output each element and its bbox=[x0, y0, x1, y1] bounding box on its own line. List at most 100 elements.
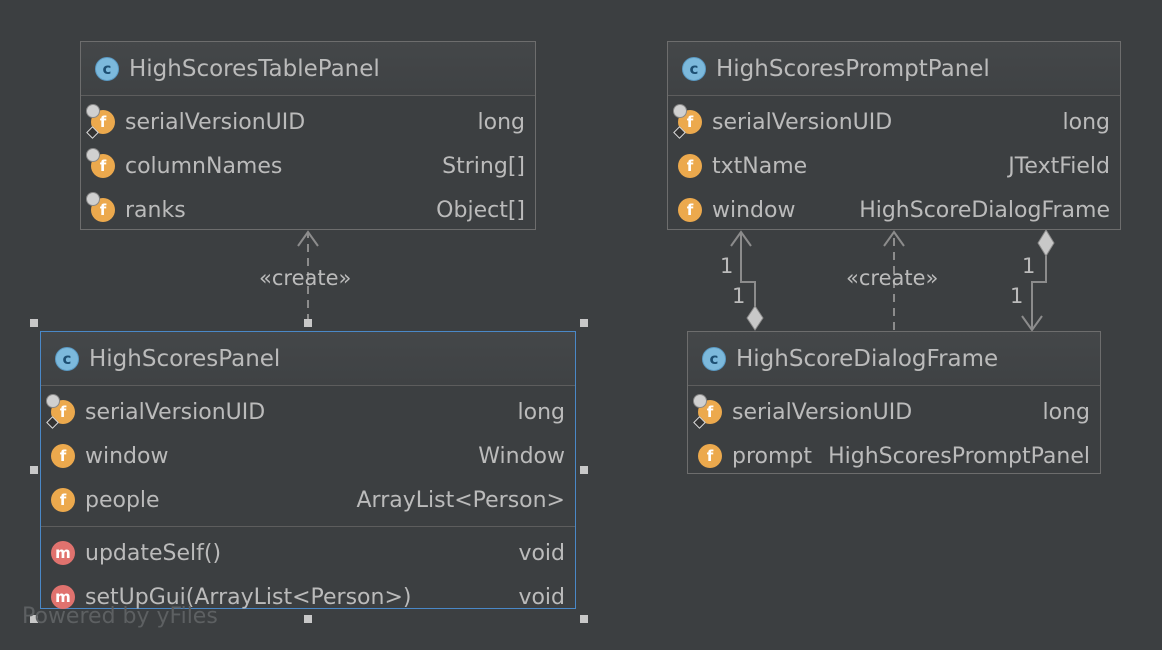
field-row[interactable]: f serialVersionUID long bbox=[81, 100, 535, 144]
class-node-high-scores-panel[interactable]: c HighScoresPanel f serialVersionUID lon… bbox=[40, 331, 576, 610]
open-arrowhead-frame bbox=[1021, 315, 1043, 332]
resize-handle[interactable] bbox=[30, 615, 38, 623]
field-name: window bbox=[712, 197, 796, 223]
methods-section: m updateSelf() void m setUpGui(ArrayList… bbox=[41, 526, 575, 623]
icon-letter: f bbox=[686, 201, 694, 219]
field-f-icon: f bbox=[86, 104, 115, 139]
class-header: c HighScoresPromptPanel bbox=[668, 42, 1120, 96]
field-f-icon: f bbox=[51, 444, 75, 468]
field-type: HighScoresPromptPanel bbox=[828, 443, 1090, 469]
icon-letter: f bbox=[706, 403, 714, 421]
fields-section: f serialVersionUID long f prompt HighSco… bbox=[688, 386, 1100, 482]
icon-letter: f bbox=[686, 157, 694, 175]
create-label-left: «create» bbox=[259, 266, 352, 290]
multiplicity-label: 1 bbox=[732, 284, 746, 308]
class-c-icon: c bbox=[95, 56, 119, 81]
final-marker-icon bbox=[693, 416, 706, 429]
resize-handle[interactable] bbox=[580, 466, 588, 474]
method-name: setUpGui(ArrayList<Person>) bbox=[85, 584, 412, 610]
field-name: serialVersionUID bbox=[125, 109, 306, 135]
field-type: long bbox=[1062, 109, 1110, 135]
fields-section: f serialVersionUID long f txtName JTextF… bbox=[668, 96, 1120, 236]
field-f-icon: f bbox=[46, 394, 75, 429]
field-type: Window bbox=[478, 443, 565, 469]
field-name: serialVersionUID bbox=[712, 109, 893, 135]
resize-handle[interactable] bbox=[30, 319, 38, 327]
multiplicity-label: 1 bbox=[1010, 284, 1024, 308]
field-type: String[] bbox=[442, 153, 525, 179]
open-arrowhead-prompt bbox=[730, 230, 752, 247]
fields-section: f serialVersionUID long f window Window … bbox=[41, 386, 575, 526]
field-f-icon: f bbox=[86, 192, 115, 222]
lock-icon bbox=[693, 394, 707, 408]
field-row[interactable]: f ranks Object[] bbox=[81, 188, 535, 232]
composition-diamond-frame bbox=[746, 305, 764, 331]
field-name: window bbox=[85, 443, 169, 469]
open-arrowhead-left bbox=[297, 230, 319, 247]
icon-letter: f bbox=[59, 491, 67, 509]
icon-letter: f bbox=[99, 113, 107, 131]
field-f-icon: f bbox=[51, 488, 75, 512]
class-title: HighScoresPanel bbox=[89, 345, 281, 372]
field-type: long bbox=[517, 399, 565, 425]
icon-letter: f bbox=[59, 403, 67, 421]
field-type: ArrayList<Person> bbox=[356, 487, 565, 513]
field-row[interactable]: f serialVersionUID long bbox=[688, 390, 1100, 434]
field-row[interactable]: f prompt HighScoresPromptPanel bbox=[688, 434, 1100, 478]
class-header: c HighScoresPanel bbox=[41, 332, 575, 386]
icon-letter: f bbox=[686, 113, 694, 131]
fields-section: f serialVersionUID long f columnNames St… bbox=[81, 96, 535, 236]
final-marker-icon bbox=[673, 126, 686, 139]
resize-handle[interactable] bbox=[30, 466, 38, 474]
composition-edge-prompt-to-frame[interactable] bbox=[1031, 256, 1047, 330]
method-row[interactable]: m setUpGui(ArrayList<Person>) void bbox=[41, 575, 575, 619]
multiplicity-label: 1 bbox=[720, 254, 734, 278]
resize-handle[interactable] bbox=[580, 615, 588, 623]
final-marker-icon bbox=[46, 416, 59, 429]
field-name: prompt bbox=[732, 443, 813, 469]
class-header: c HighScoresTablePanel bbox=[81, 42, 535, 96]
field-f-icon: f bbox=[673, 104, 702, 139]
icon-letter: f bbox=[99, 157, 107, 175]
icon-letter: f bbox=[59, 447, 67, 465]
multiplicity-label: 1 bbox=[1022, 254, 1036, 278]
field-name: people bbox=[85, 487, 160, 513]
field-type: JTextField bbox=[1008, 153, 1110, 179]
composition-edge-frame-to-prompt[interactable] bbox=[740, 232, 756, 306]
field-row[interactable]: f window Window bbox=[41, 434, 575, 478]
open-arrowhead-right bbox=[883, 230, 905, 247]
resize-handle[interactable] bbox=[580, 319, 588, 327]
resize-handle[interactable] bbox=[304, 319, 312, 327]
field-row[interactable]: f txtName JTextField bbox=[668, 144, 1120, 188]
field-name: columnNames bbox=[125, 153, 283, 179]
method-row[interactable]: m updateSelf() void bbox=[41, 531, 575, 575]
field-name: serialVersionUID bbox=[732, 399, 913, 425]
field-f-icon: f bbox=[678, 198, 702, 222]
field-type: long bbox=[1042, 399, 1090, 425]
class-title: HighScoresPromptPanel bbox=[716, 55, 990, 82]
method-m-icon: m bbox=[51, 585, 75, 609]
resize-handle[interactable] bbox=[304, 615, 312, 623]
class-header: c HighScoreDialogFrame bbox=[688, 332, 1100, 386]
field-row[interactable]: f people ArrayList<Person> bbox=[41, 478, 575, 522]
field-row[interactable]: f columnNames String[] bbox=[81, 144, 535, 188]
method-return-type: void bbox=[518, 584, 565, 610]
method-name: updateSelf() bbox=[85, 540, 222, 566]
icon-letter: f bbox=[706, 447, 714, 465]
icon-letter: f bbox=[99, 201, 107, 219]
method-m-icon: m bbox=[51, 541, 75, 565]
class-node-high-scores-prompt-panel[interactable]: c HighScoresPromptPanel f serialVersionU… bbox=[667, 41, 1121, 230]
field-name: ranks bbox=[125, 197, 186, 223]
field-row[interactable]: f window HighScoreDialogFrame bbox=[668, 188, 1120, 232]
class-node-high-scores-table-panel[interactable]: c HighScoresTablePanel f serialVersionUI… bbox=[80, 41, 536, 230]
class-node-high-score-dialog-frame[interactable]: c HighScoreDialogFrame f serialVersionUI… bbox=[687, 331, 1101, 474]
field-row[interactable]: f serialVersionUID long bbox=[668, 100, 1120, 144]
class-c-icon: c bbox=[702, 346, 726, 371]
yfiles-watermark: Powered by yFiles bbox=[22, 604, 218, 629]
lock-icon bbox=[86, 148, 100, 162]
create-label-right: «create» bbox=[846, 266, 939, 290]
field-f-icon: f bbox=[693, 394, 722, 429]
field-row[interactable]: f serialVersionUID long bbox=[41, 390, 575, 434]
